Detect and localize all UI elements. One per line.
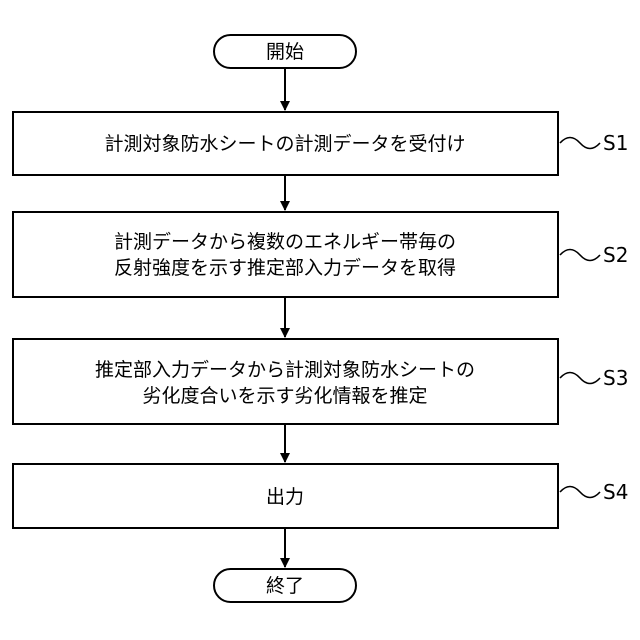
leader-s1: [560, 138, 600, 149]
process-box-s2: [13, 212, 558, 297]
step-id-s4: S4: [603, 480, 628, 504]
process-step-s2: 計測データから複数のエネルギー帯毎の 反射強度を示す推定部入力データを取得: [13, 212, 558, 297]
start-label: 開始: [266, 41, 304, 63]
leader-s2: [560, 250, 600, 261]
process-step-s3: 推定部入力データから計測対象防水シートの 劣化度合いを示す劣化情報を推定: [13, 339, 558, 424]
step-id-s2: S2: [603, 243, 628, 267]
start-terminator: 開始: [214, 35, 356, 68]
end-label: 終了: [266, 575, 304, 597]
process-step-s4: 出力: [13, 464, 558, 528]
process-text-s3-line1: 推定部入力データから計測対象防水シートの: [95, 359, 475, 381]
end-terminator: 終了: [214, 569, 356, 602]
step-id-s3: S3: [603, 366, 628, 390]
step-id-s1: S1: [603, 131, 628, 155]
leader-s3: [560, 373, 600, 384]
leader-s4: [560, 487, 600, 498]
process-text-s2-line1: 計測データから複数のエネルギー帯毎の: [114, 231, 456, 253]
process-text-s3-line2: 劣化度合いを示す劣化情報を推定: [142, 385, 427, 407]
process-box-s3: [13, 339, 558, 424]
process-text-s2-line2: 反射強度を示す推定部入力データを取得: [114, 257, 456, 279]
process-step-s1: 計測対象防水シートの計測データを受付け: [13, 112, 558, 175]
process-text-s4-line1: 出力: [266, 486, 304, 508]
process-text-s1-line1: 計測対象防水シートの計測データを受付け: [104, 133, 465, 155]
